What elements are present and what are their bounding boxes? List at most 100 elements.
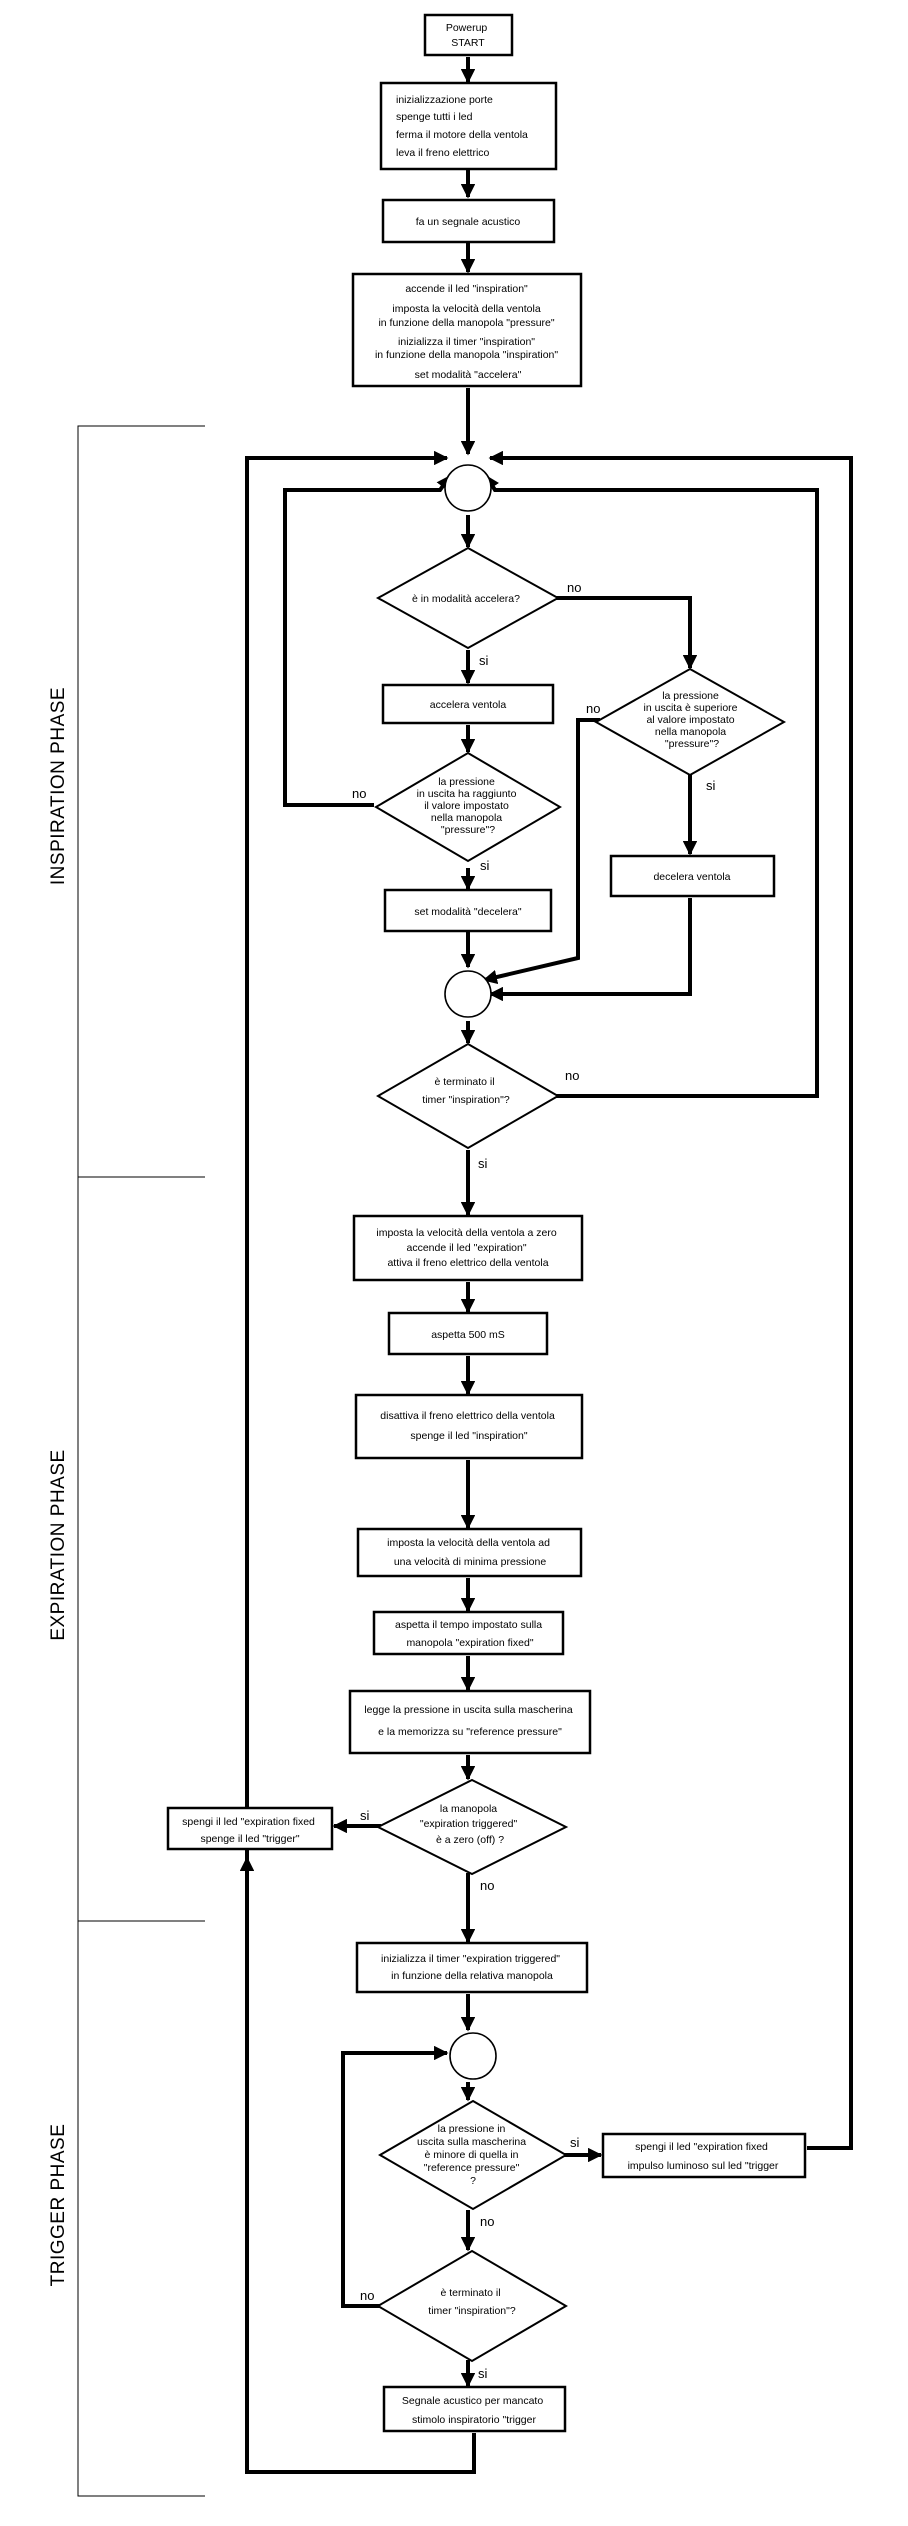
q-insp-timer2-line-1: è terminato il — [440, 2287, 500, 2299]
exp-setup-line-1: imposta la velocità della ventola a zero — [376, 1227, 557, 1239]
yes-label-reached: si — [480, 858, 490, 873]
init-line-2: spenge tutti i led — [396, 111, 473, 123]
brake-off-box — [354, 1393, 584, 1460]
read-press-line-2: e la memorizza su "reference pressure" — [378, 1726, 562, 1738]
q-above-line-4: nella manopola — [655, 726, 726, 738]
exp-setup-line-2: accende il led "expiration" — [406, 1242, 526, 1254]
exp-setup-line-3: attiva il freno elettrico della ventola — [387, 1257, 548, 1269]
brake-off-line-2: spenge il led "inspiration" — [410, 1430, 527, 1442]
accel-fan-text: accelera ventola — [430, 699, 507, 711]
q-insp-timer-line-2: timer "inspiration"? — [422, 1094, 510, 1106]
decelerate-fan-box — [609, 854, 776, 898]
insp-setup-line-1: accende il led "inspiration" — [405, 283, 528, 295]
q-reached-line-5: "pressure"? — [441, 824, 495, 836]
insp-setup-box — [351, 272, 583, 388]
wait-fixed-line-2: manopola "expiration fixed" — [406, 1637, 533, 1649]
decision-pressure-reached — [374, 751, 562, 863]
no-label-insp-timer2: no — [360, 2288, 374, 2303]
read-press-line-1: legge la pressione in uscita sulla masch… — [364, 1704, 573, 1716]
wait-500ms-box — [387, 1311, 549, 1356]
q-insp-timer2-line-2: timer "inspiration"? — [428, 2305, 516, 2317]
decision-accelerate-mode — [375, 546, 561, 650]
q-above-line-3: al valore impostato — [646, 714, 734, 726]
q-reached-text: la pressione in uscita ha raggiunto il v… — [417, 776, 520, 836]
no-label-trig-zero: no — [480, 1878, 494, 1893]
yes-label-insp-timer: si — [478, 1156, 488, 1171]
trig-timer-line-2: in funzione della relativa manopola — [391, 1970, 553, 1982]
init-line-4: leva il freno elettrico — [396, 147, 490, 159]
yes-label-insp-timer2: si — [478, 2366, 488, 2381]
q-above-text: la pressione in uscita è superiore al va… — [644, 690, 741, 750]
yes-label-above: si — [706, 778, 716, 793]
q-above-line-1: la pressione — [662, 690, 719, 702]
signal-line-1: Segnale acustico per mancato — [402, 2395, 543, 2407]
insp-setup-line-6: set modalità "accelera" — [415, 369, 522, 381]
decision-inspiration-timer — [376, 1042, 560, 1150]
init-line-3: ferma il motore della ventola — [396, 129, 528, 141]
trig-led-line-1: spengi il led "expiration fixed — [635, 2141, 768, 2153]
q-reached-line-3: il valore impostato — [424, 800, 509, 812]
leds-off-text: spengi il led "expiration fixed spenge i… — [182, 1816, 318, 1845]
q-below-line-3: è minore di quella in — [425, 2149, 519, 2161]
insp-setup-line-5: in funzione della manopola "inspiration" — [375, 349, 558, 361]
insp-setup-text: accende il led "inspiration" imposta la … — [375, 283, 561, 381]
init-box — [379, 81, 558, 171]
q-trig-zero-text: la manopola "expiration triggered" è a z… — [420, 1803, 520, 1846]
insp-setup-line-4: inizializza il timer "inspiration" — [398, 336, 535, 348]
q-insp-timer2-text: è terminato il timer "inspiration"? — [428, 2287, 516, 2317]
junction-circle-merge — [444, 970, 492, 1018]
min-press-line-2: una velocità di minima pressione — [394, 1556, 546, 1568]
start-box — [423, 13, 514, 57]
set-decelerate-box — [383, 888, 553, 933]
q-accel-text: è in modalità accelera? — [412, 593, 520, 605]
q-reached-line-2: in uscita ha raggiunto — [417, 788, 517, 800]
trigger-timer-box — [355, 1941, 589, 1994]
yes-label-trig-zero: si — [360, 1808, 370, 1823]
q-trig-zero-line-2: "expiration triggered" — [420, 1818, 518, 1830]
phase-label-trigger: TRIGGER PHASE — [48, 2124, 69, 2287]
no-label-above: no — [586, 701, 600, 716]
start-line-2: START — [451, 37, 485, 49]
junction-circle-trigger — [449, 2032, 497, 2080]
read-press-text: legge la pressione in uscita sulla masch… — [364, 1704, 575, 1738]
accelerate-fan-box — [381, 683, 555, 725]
missed-trigger-signal-box — [382, 2385, 567, 2433]
beep-text: fa un segnale acustico — [416, 216, 521, 228]
insp-setup-line-3: in funzione della manopola "pressure" — [378, 317, 554, 329]
trigger-led-box — [601, 2132, 807, 2179]
yes-label-below: si — [570, 2135, 580, 2150]
exp-setup-text: imposta la velocità della ventola a zero… — [376, 1227, 559, 1269]
leds-off-line-1: spengi il led "expiration fixed — [182, 1816, 315, 1828]
signal-text: Segnale acustico per mancato stimolo ins… — [402, 2395, 546, 2426]
phase-label-inspiration: INSPIRATION PHASE — [48, 687, 69, 885]
min-press-line-1: imposta la velocità della ventola ad — [387, 1537, 550, 1549]
brake-off-text: disattiva il freno elettrico della vento… — [380, 1410, 557, 1442]
no-label-insp-timer: no — [565, 1068, 579, 1083]
phase-brackets — [77, 425, 205, 2497]
decision-pressure-below-reference — [378, 2099, 568, 2211]
start-text: Powerup START — [446, 22, 490, 49]
decision-inspiration-timer-2 — [376, 2249, 568, 2363]
phase-label-expiration: EXPIRATION PHASE — [48, 1449, 69, 1640]
no-label-below: no — [480, 2214, 494, 2229]
init-text: inizializzazione porte spenge tutti i le… — [396, 94, 531, 159]
min-press-text: imposta la velocità della ventola ad una… — [387, 1537, 553, 1568]
q-reached-line-4: nella manopola — [431, 812, 502, 824]
signal-line-2: stimolo inspiratorio "trigger — [412, 2414, 536, 2426]
brake-off-line-1: disattiva il freno elettrico della vento… — [380, 1410, 555, 1422]
set-decel-text: set modalità "decelera" — [414, 906, 522, 918]
decel-fan-text: decelera ventola — [653, 871, 730, 883]
beep-box — [381, 198, 556, 244]
q-below-line-2: uscita sulla mascherina — [417, 2136, 526, 2148]
trig-timer-text: inizializza il timer "expiration trigger… — [381, 1953, 563, 1982]
wait-fixed-box — [372, 1610, 565, 1656]
wait-fixed-text: aspetta il tempo impostato sulla manopol… — [395, 1619, 545, 1649]
q-reached-line-1: la pressione — [438, 776, 495, 788]
leds-off-box — [166, 1806, 334, 1851]
trig-led-text: spengi il led "expiration fixed impulso … — [628, 2141, 779, 2172]
decision-expiration-triggered-zero — [375, 1778, 569, 1876]
q-trig-zero-line-1: la manopola — [440, 1803, 497, 1815]
init-line-1: inizializzazione porte — [396, 94, 493, 106]
q-trig-zero-line-3: è a zero (off) ? — [436, 1834, 504, 1846]
